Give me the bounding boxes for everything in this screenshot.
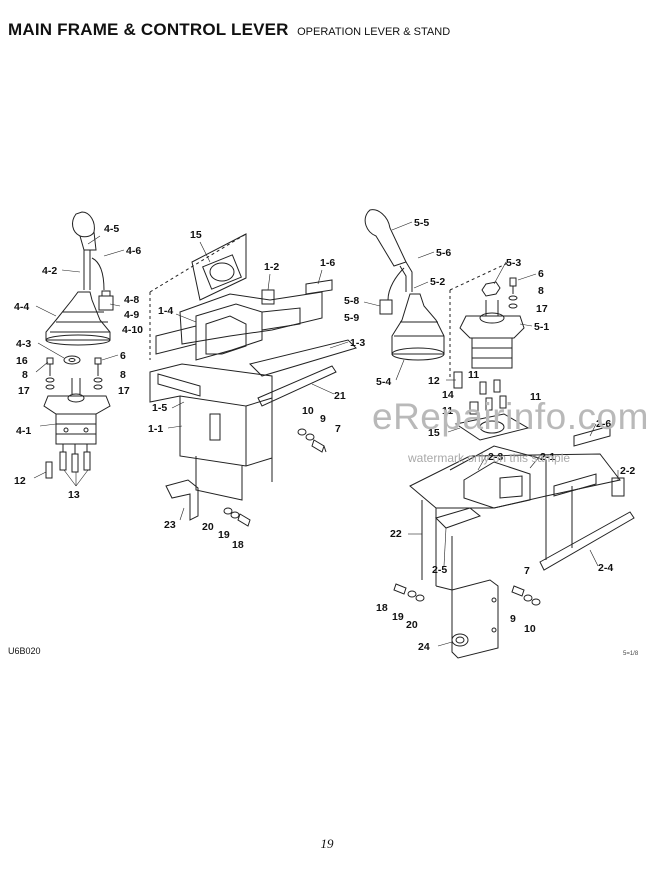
callout-4-9: 4-9 [124, 309, 139, 321]
callout-7: 7 [335, 423, 341, 435]
right-lever-assembly [364, 209, 635, 659]
callout-1-6: 1-6 [320, 257, 335, 269]
callout-18: 18 [376, 602, 388, 614]
callout-4-8: 4-8 [124, 294, 139, 306]
callout-6: 6 [120, 350, 126, 362]
page-subtitle: OPERATION LEVER & STAND [297, 26, 451, 38]
callout-10: 10 [302, 405, 314, 417]
callout-2-5: 2-5 [432, 564, 447, 576]
callout-5-2: 5-2 [430, 276, 445, 288]
page-title: MAIN FRAME & CONTROL LEVER [8, 20, 289, 39]
callout-9: 9 [320, 413, 326, 425]
callout-5-1: 5-1 [534, 321, 549, 333]
callout-9: 9 [510, 613, 516, 625]
callout-12: 12 [14, 475, 26, 487]
callout-5-5: 5-5 [414, 217, 429, 229]
callout-19: 19 [218, 529, 230, 541]
callout-4-4: 4-4 [14, 301, 29, 313]
callout-16: 16 [16, 355, 28, 367]
callout-14: 14 [442, 389, 454, 401]
callout-5-8: 5-8 [344, 295, 359, 307]
callout-8: 8 [22, 369, 28, 381]
callout-4-2: 4-2 [42, 265, 57, 277]
small-code: 5=1/8 [623, 651, 639, 657]
callout-17: 17 [18, 385, 30, 397]
callout-21: 21 [334, 390, 346, 402]
callout-2-4: 2-4 [598, 562, 613, 574]
callout-4-10: 4-10 [122, 324, 143, 336]
callout-13: 13 [68, 489, 80, 501]
callouts-middle: 15 1-2 1-6 1-4 1-3 21 1-5 1-1 10 9 7 23 … [148, 229, 365, 551]
left-lever-assembly [43, 211, 114, 479]
figure-code: U6B020 [8, 646, 41, 656]
callout-15: 15 [428, 427, 440, 439]
callouts-left: 4-5 4-6 4-2 4-4 4-8 4-9 4-10 4-3 6 16 8 … [14, 223, 143, 501]
page-header: MAIN FRAME & CONTROL LEVER OPERATION LEV… [8, 20, 450, 40]
callout-24: 24 [418, 641, 430, 653]
callout-5-4: 5-4 [376, 376, 391, 388]
callouts-right: 5-5 5-6 5-2 5-3 6 8 17 5-8 5-9 5-1 5-4 1… [344, 217, 635, 653]
callout-4-3: 4-3 [16, 338, 31, 350]
callout-11: 11 [468, 369, 479, 381]
callout-5-9: 5-9 [344, 312, 359, 324]
callout-11: 11 [530, 391, 541, 403]
callout-4-6: 4-6 [126, 245, 141, 257]
page-number: 19 [320, 836, 334, 851]
callout-2-6: 2-6 [596, 418, 611, 430]
middle-frame-stand [149, 233, 357, 527]
leader-lines [33, 221, 619, 647]
callout-2-3: 2-3 [488, 451, 503, 463]
callout-1-2: 1-2 [264, 261, 279, 273]
callout-23: 23 [164, 519, 176, 531]
callout-1-4: 1-4 [158, 305, 173, 317]
callout-1-1: 1-1 [148, 423, 163, 435]
callout-1-3: 1-3 [350, 337, 365, 349]
callout-8: 8 [120, 369, 126, 381]
callout-20: 20 [406, 619, 418, 631]
watermark-subtext: watermark only on this sample [408, 451, 571, 465]
callout-6: 6 [538, 268, 544, 280]
callout-15: 15 [190, 229, 202, 241]
callout-17: 17 [118, 385, 130, 397]
callout-19: 19 [392, 611, 404, 623]
callout-20: 20 [202, 521, 214, 533]
callout-22: 22 [390, 528, 402, 540]
callout-8: 8 [538, 285, 544, 297]
callout-17: 17 [536, 303, 548, 315]
watermark-text: eRepairinfo.com [372, 396, 649, 437]
callout-7: 7 [524, 565, 530, 577]
callout-2-2: 2-2 [620, 465, 635, 477]
callout-4-5: 4-5 [104, 223, 119, 235]
callout-1-5: 1-5 [152, 402, 167, 414]
callout-10: 10 [524, 623, 536, 635]
callout-5-6: 5-6 [436, 247, 451, 259]
callout-4-1: 4-1 [16, 425, 31, 437]
callout-11: 11 [442, 405, 453, 417]
callout-5-3: 5-3 [506, 257, 521, 269]
callout-18: 18 [232, 539, 244, 551]
callout-2-1: 2-1 [540, 451, 555, 463]
callout-12: 12 [428, 375, 440, 387]
